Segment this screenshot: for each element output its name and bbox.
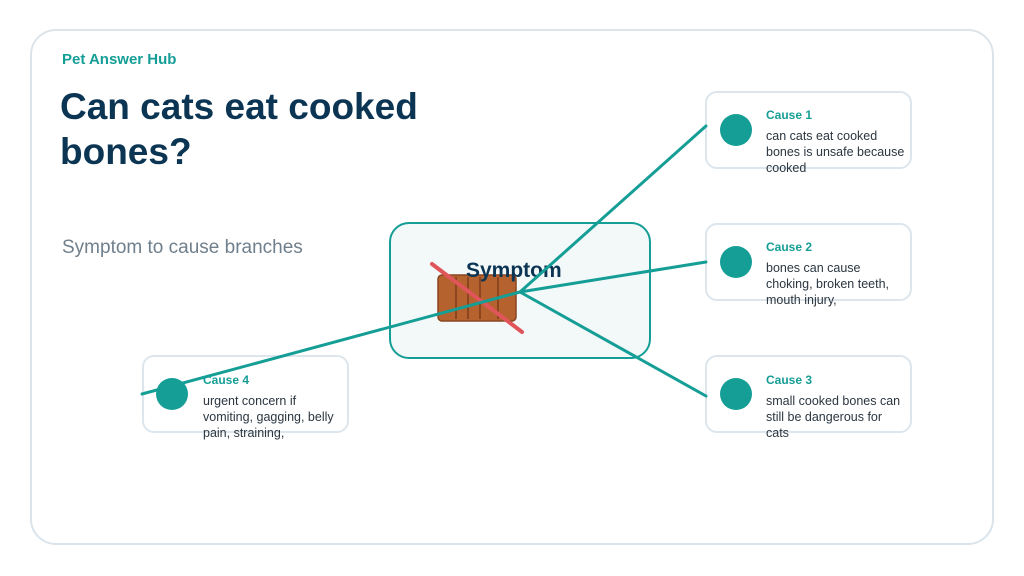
cause-4-title: Cause 4 (203, 373, 250, 387)
cause-4-text: urgent concern if vomiting, gagging, bel… (203, 394, 334, 440)
cause-2-title: Cause 2 (766, 240, 813, 254)
cause-1-marker-icon (720, 114, 752, 146)
cause-1-text: can cats eat cooked bones is unsafe beca… (766, 129, 905, 175)
page-subtitle: Symptom to cause branches (62, 237, 303, 258)
cause-3-title: Cause 3 (766, 373, 813, 387)
cause-2-text: bones can cause choking, broken teeth, m… (766, 261, 889, 307)
page-title: Can cats eat cooked bones? (60, 86, 418, 172)
brand-name: Pet Answer Hub (62, 51, 177, 68)
cause-1-title: Cause 1 (766, 108, 813, 122)
cause-4-marker-icon (156, 378, 188, 410)
cause-3-text: small cooked bones can still be dangerou… (766, 394, 901, 440)
cause-3-marker-icon (720, 378, 752, 410)
symptom-label: Symptom (466, 259, 562, 282)
cause-2-marker-icon (720, 246, 752, 278)
